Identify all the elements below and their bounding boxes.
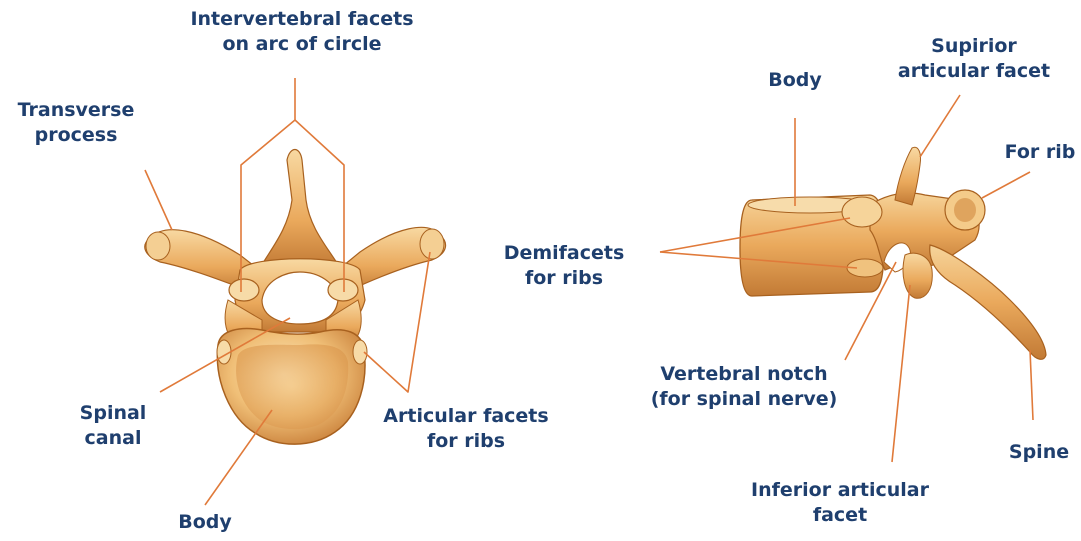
label-line: Transverse (18, 98, 135, 123)
label-line: Inferior articular (751, 478, 929, 503)
label-line: for ribs (504, 266, 625, 291)
label-intervertebral-facets: Intervertebral facets on arc of circle (190, 7, 413, 57)
label-line: (for spinal nerve) (651, 387, 838, 412)
label-body-side-view: Body (768, 68, 822, 93)
transverse-rib-facet-center (954, 198, 976, 222)
label-for-rib: For rib (1005, 140, 1076, 165)
label-line: Articular facets (383, 404, 548, 429)
label-articular-facets-for-ribs: Articular facets for ribs (383, 404, 548, 454)
label-line: for ribs (383, 429, 548, 454)
leader-superior-facet (920, 95, 960, 157)
transverse-process-left-tip (146, 232, 170, 260)
label-line: facet (751, 503, 929, 528)
label-transverse-process: Transverse process (18, 98, 135, 148)
superior-facet-left (229, 279, 259, 301)
label-line: Spinal (80, 401, 147, 426)
label-line: For rib (1005, 140, 1076, 165)
transverse-process-right-tip (420, 229, 444, 259)
vertebra-side-view (740, 147, 1046, 359)
leader-spine (1030, 350, 1033, 420)
label-vertebral-notch: Vertebral notch (for spinal nerve) (651, 362, 838, 412)
label-line: Body (768, 68, 822, 93)
label-line: process (18, 123, 135, 148)
leader-inferior-facet (892, 285, 910, 462)
vertebra-top-view (145, 150, 446, 445)
label-spine: Spine (1009, 440, 1069, 465)
label-line: on arc of circle (190, 32, 413, 57)
label-line: Demifacets (504, 241, 625, 266)
leader-body-top (205, 410, 272, 505)
label-superior-articular-facet: Supirior articular facet (898, 34, 1050, 84)
label-line: Vertebral notch (651, 362, 838, 387)
label-line: Body (178, 510, 232, 535)
label-demifacets-for-ribs: Demifacets for ribs (504, 241, 625, 291)
demifacet-upper (842, 197, 882, 227)
label-body-top-view: Body (178, 510, 232, 535)
leader-transverse-process (145, 170, 172, 230)
label-spinal-canal: Spinal canal (80, 401, 147, 451)
label-line: Intervertebral facets (190, 7, 413, 32)
spinous-process (260, 150, 340, 269)
superior-facet-right (328, 279, 358, 301)
inferior-articular-process (903, 253, 932, 298)
label-line: Spine (1009, 440, 1069, 465)
label-inferior-articular-facet: Inferior articular facet (751, 478, 929, 528)
label-line: Supirior (898, 34, 1050, 59)
leader-for-rib (982, 172, 1030, 198)
label-line: articular facet (898, 59, 1050, 84)
spinous-process-side (930, 245, 1046, 359)
label-line: canal (80, 426, 147, 451)
